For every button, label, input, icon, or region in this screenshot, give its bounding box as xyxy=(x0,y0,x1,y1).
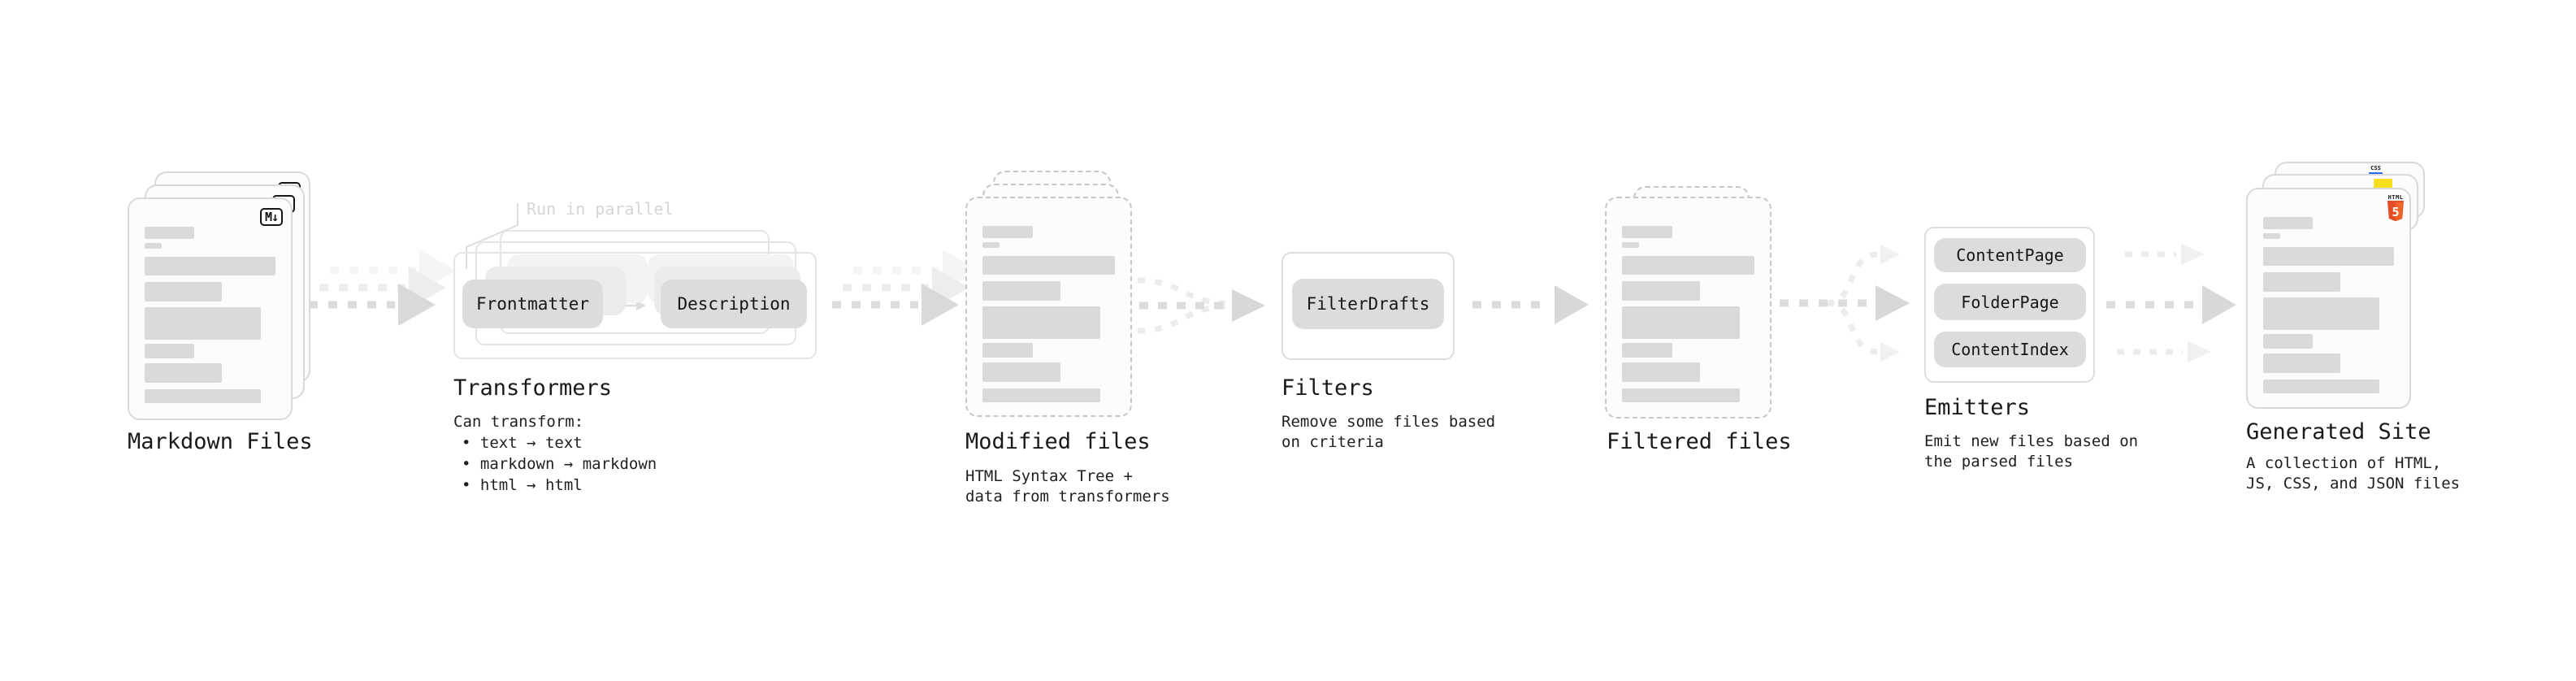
html5-shield: 5 xyxy=(2387,201,2404,222)
desc-line: A collection of HTML, xyxy=(2246,454,2442,472)
emitters-description: Emit new files based on the parsed files xyxy=(1924,432,2138,472)
transformers-bullet-list: • text → text • markdown → markdown • ht… xyxy=(453,432,657,496)
arrow-transformers-to-modified xyxy=(832,249,980,326)
desc-line: on criteria xyxy=(1281,433,1384,451)
modified-files-heading: Modified files xyxy=(965,429,1151,454)
js-badge xyxy=(2374,179,2392,188)
bullet-item: • markdown → markdown xyxy=(462,455,657,473)
contentindex-pill: ContentIndex xyxy=(1934,332,2086,367)
svg-text:5: 5 xyxy=(2392,205,2399,219)
generated-file-card-front: HTML 5 xyxy=(2246,188,2411,409)
file-content-placeholder xyxy=(982,226,1115,402)
emitters-box xyxy=(1924,227,2095,383)
filtered-files-label: Filtered files xyxy=(1607,429,1792,454)
markdown-files-label: Markdown Files xyxy=(128,429,313,454)
filterdrafts-pill: FilterDrafts xyxy=(1292,279,1444,329)
filtered-file-card-front xyxy=(1605,197,1772,419)
generated-site-stack: CSS HTML 5 xyxy=(2246,162,2429,410)
transformer-layer-box-front xyxy=(453,252,817,359)
bullet-item: • text → text xyxy=(462,434,583,452)
desc-line: HTML Syntax Tree + xyxy=(965,467,1133,485)
markdown-files-stack: M↓ M↓ M↓ xyxy=(128,171,319,420)
file-content-placeholder xyxy=(145,227,275,403)
generated-site-label: Generated Site xyxy=(2246,419,2431,445)
frontmatter-pill: Frontmatter xyxy=(462,280,603,328)
arrow-emitters-to-generated xyxy=(2106,244,2236,362)
file-content-placeholder xyxy=(2263,217,2394,393)
contentpage-pill: ContentPage xyxy=(1934,238,2086,272)
arrow-filtered-to-emitters xyxy=(1780,245,1910,362)
html5-icon: HTML 5 xyxy=(2386,194,2405,225)
desc-line: Remove some files based xyxy=(1281,413,1496,431)
modified-files-description: HTML Syntax Tree + data from transformer… xyxy=(965,466,1170,507)
filters-description: Remove some files based on criteria xyxy=(1281,412,1495,453)
transformers-description: Can transform: • text → text • markdown … xyxy=(453,411,657,496)
bullet-item: • html → html xyxy=(462,476,583,494)
modified-file-card-front xyxy=(965,197,1132,417)
modified-files-stack xyxy=(965,171,1136,419)
filters-box xyxy=(1281,252,1455,360)
markdown-file-card-front: M↓ xyxy=(128,197,293,420)
desc-line: the parsed files xyxy=(1924,453,2074,471)
emitters-heading: Emitters xyxy=(1924,395,2031,420)
run-in-parallel-note: Run in parallel xyxy=(527,199,674,219)
markdown-icon: M↓ xyxy=(259,208,283,226)
folderpage-pill: FolderPage xyxy=(1934,284,2086,320)
arrow-modified-to-filters xyxy=(1137,277,1265,334)
generated-site-description: A collection of HTML, JS, CSS, and JSON … xyxy=(2246,453,2460,494)
file-content-placeholder xyxy=(1622,226,1754,402)
desc-line: JS, CSS, and JSON files xyxy=(2246,475,2461,492)
filters-heading: Filters xyxy=(1281,375,1374,401)
transformers-heading: Transformers xyxy=(453,375,613,401)
arrow-markdown-to-transformers xyxy=(309,249,457,326)
transformers-desc-title: Can transform: xyxy=(453,413,584,431)
description-pill: Description xyxy=(661,280,807,328)
filtered-files-stack xyxy=(1605,186,1776,419)
desc-line: data from transformers xyxy=(965,488,1170,505)
arrow-filters-to-filtered xyxy=(1472,285,1589,324)
desc-line: Emit new files based on xyxy=(1924,432,2139,450)
